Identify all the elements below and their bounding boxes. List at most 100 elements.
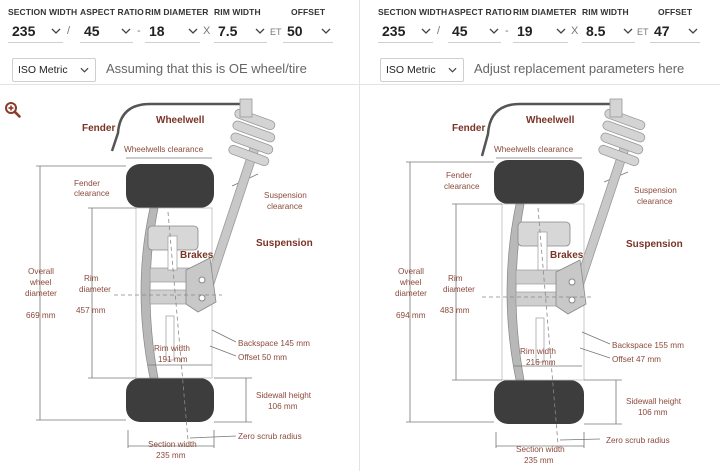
rim-diameter-label: Rim	[84, 274, 99, 283]
rim-diameter-field: RIM DIAMETER 19	[513, 6, 577, 43]
brake-caliper	[517, 221, 571, 363]
brakes-label: Brakes	[550, 250, 584, 261]
dimension-lines	[36, 165, 252, 448]
rim-width-field: RIM WIDTH 8.5	[582, 6, 635, 43]
rim-diameter-select[interactable]: 18	[145, 20, 200, 43]
offset-value: 47	[654, 23, 670, 39]
rim-diameter-label: RIM DIAMETER	[513, 7, 577, 17]
brake-caliper	[147, 225, 199, 361]
overall-diameter-label-2: wheel	[399, 278, 422, 287]
size-format-select[interactable]: ISO Metric	[380, 58, 464, 82]
section-width-field: SECTION WIDTH 235	[8, 6, 77, 43]
section-width-label: SECTION WIDTH	[378, 7, 448, 17]
rim-width-value: 8.5	[586, 23, 606, 39]
rim-width-label: Rim width	[154, 344, 190, 353]
suspension-clearance-label: Suspension	[264, 191, 307, 200]
dash-separator: -	[137, 25, 141, 37]
suspension-clearance-label: Suspension	[634, 186, 677, 195]
x-separator: X	[203, 25, 211, 37]
section-width-field: SECTION WIDTH 235	[378, 6, 448, 43]
offset-select[interactable]: 50	[283, 20, 333, 43]
suspension-strut	[199, 98, 276, 303]
chevron-down-icon	[448, 67, 457, 73]
rim-width-label: RIM WIDTH	[214, 7, 261, 17]
wheelwells-clearance-label: Wheelwells clearance	[494, 145, 574, 154]
tire	[494, 160, 584, 424]
section-width-value: 235	[382, 23, 406, 39]
section-width-value: 235 mm	[524, 456, 554, 465]
zoom-in-icon[interactable]	[4, 101, 22, 119]
rim-diameter-label-2: diameter	[79, 285, 111, 294]
section-width-select[interactable]: 235	[378, 20, 433, 43]
dash-separator: -	[505, 25, 509, 37]
chevron-down-icon	[188, 28, 198, 34]
overall-diameter-label-3: diameter	[395, 289, 427, 298]
size-format-value: ISO Metric	[386, 64, 436, 76]
rim-diameter-label: RIM DIAMETER	[145, 7, 209, 17]
aspect-ratio-field: ASPECT RATIO 45	[80, 6, 144, 43]
offset-label: Offset 47 mm	[612, 355, 661, 364]
rim-width-select[interactable]: 8.5	[582, 20, 635, 43]
wheel-fitment-diagram: Fender Wheelwell Wheelwells clearance Fe…	[395, 98, 684, 465]
chevron-down-icon	[623, 28, 633, 34]
wheelwell-label: Wheelwell	[156, 115, 205, 126]
original-tire-panel: SECTION WIDTH 235 / ASPECT RATIO 45 - RI…	[8, 6, 333, 460]
rim-diameter-label: Rim	[448, 274, 463, 283]
rim-diameter-value: 19	[517, 23, 533, 39]
chevron-down-icon	[121, 28, 131, 34]
size-format-select[interactable]: ISO Metric	[12, 58, 96, 82]
suspension-clearance-label-2: clearance	[637, 197, 673, 206]
rim-width-field: RIM WIDTH 7.5	[214, 6, 267, 43]
replacement-tire-note: Adjust replacement parameters here	[474, 61, 685, 76]
zero-scrub-radius-label: Zero scrub radius	[238, 432, 302, 441]
wheelwell-outline	[480, 102, 610, 157]
chevron-down-icon	[51, 28, 61, 34]
section-width-value: 235 mm	[156, 451, 186, 460]
overall-diameter-label: Overall	[398, 267, 424, 276]
aspect-ratio-select[interactable]: 45	[80, 20, 133, 43]
chevron-down-icon	[255, 28, 265, 34]
wheelwell-label: Wheelwell	[526, 115, 575, 126]
tire	[126, 164, 214, 422]
knuckle	[185, 257, 217, 313]
offset-select[interactable]: 47	[650, 20, 700, 43]
fender-label: Fender	[452, 123, 485, 134]
offset-field: OFFSET 47	[650, 6, 700, 43]
knuckle	[555, 259, 587, 315]
overall-diameter-label: Overall	[28, 267, 54, 276]
fender-clearance-label: Fender	[446, 171, 472, 180]
rim-width-select[interactable]: 7.5	[214, 20, 267, 43]
chevron-down-icon	[688, 28, 698, 34]
rim-width-value: 191 mm	[158, 355, 188, 364]
rim-diameter-value: 18	[149, 23, 165, 39]
et-separator: ET	[637, 27, 649, 37]
original-tire-note: Assuming that this is OE wheel/tire	[106, 61, 307, 76]
rim-diameter-field: RIM DIAMETER 18	[145, 6, 209, 43]
fender-label: Fender	[82, 123, 115, 134]
chevron-down-icon	[489, 28, 499, 34]
fender-clearance-label: Fender	[74, 179, 100, 188]
sidewall-height-value: 106 mm	[638, 408, 668, 417]
aspect-ratio-label: ASPECT RATIO	[448, 7, 512, 17]
overall-diameter-label-2: wheel	[29, 278, 52, 287]
offset-field: OFFSET 50	[283, 6, 333, 43]
aspect-ratio-value: 45	[84, 23, 100, 39]
rim-width-label: Rim width	[520, 347, 556, 356]
aspect-ratio-select[interactable]: 45	[448, 20, 501, 43]
offset-label: OFFSET	[291, 7, 326, 17]
suspension-strut	[569, 98, 646, 303]
sidewall-height-label: Sidewall height	[626, 397, 682, 406]
chevron-down-icon	[321, 28, 331, 34]
rim-diameter-select[interactable]: 19	[513, 20, 568, 43]
fender-clearance-label-2: clearance	[74, 189, 110, 198]
dimension-lines	[406, 161, 622, 448]
x-separator: X	[571, 25, 579, 37]
chevron-down-icon	[80, 67, 89, 73]
slash-separator: /	[437, 25, 441, 37]
section-width-select[interactable]: 235	[8, 20, 63, 43]
backspace-label: Backspace 155 mm	[612, 341, 684, 350]
aspect-ratio-value: 45	[452, 23, 468, 39]
wheel-fitment-diagram: Fender Wheelwell Wheelwells clearance Fe…	[25, 98, 313, 460]
size-format-value: ISO Metric	[18, 64, 68, 76]
offset-label: Offset 50 mm	[238, 353, 287, 362]
